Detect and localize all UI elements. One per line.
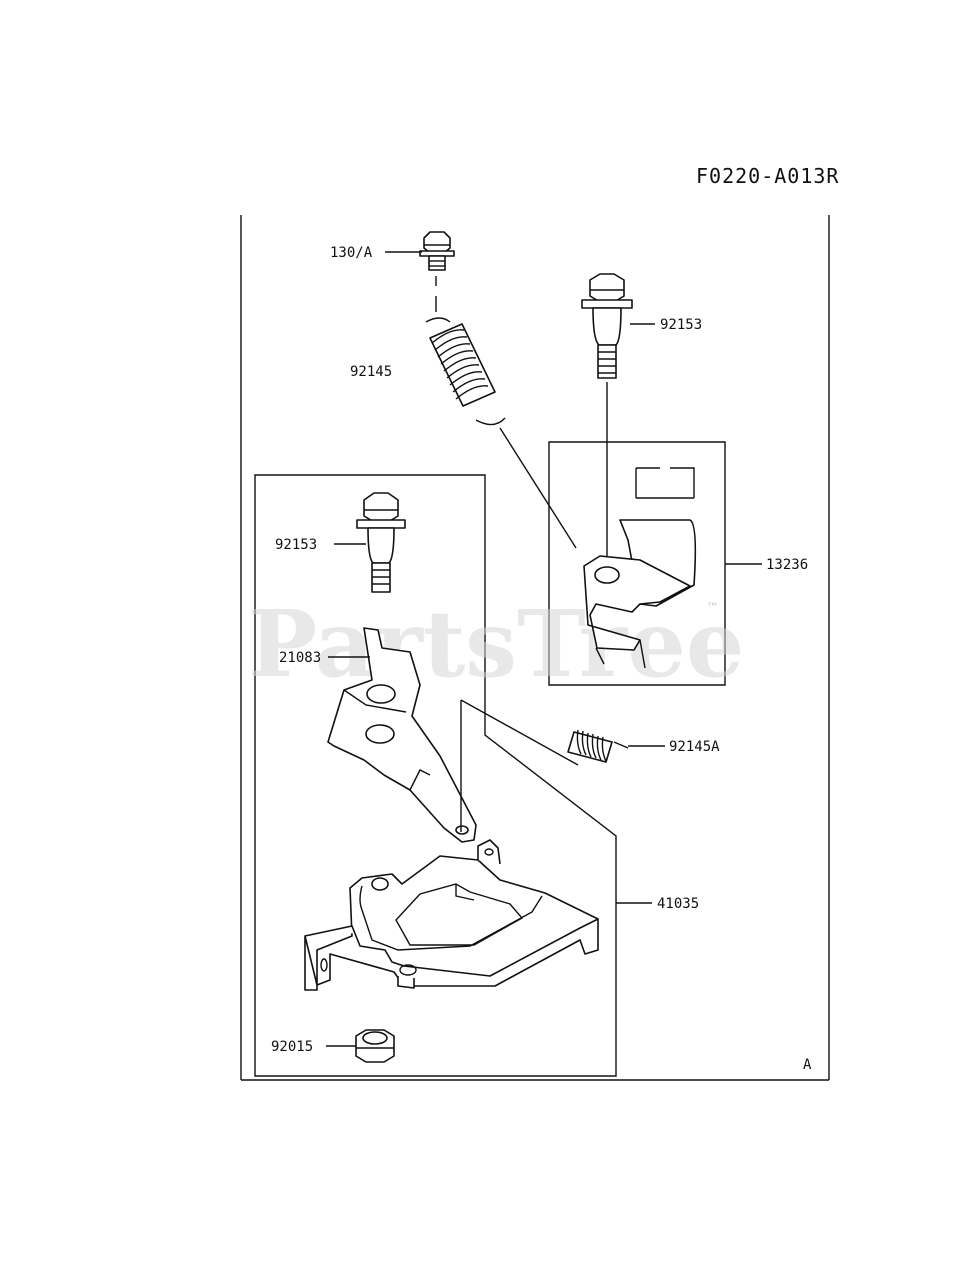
label-41035: 41035 [657, 896, 699, 912]
label-92015: 92015 [271, 1039, 313, 1055]
part-spring-92145a [567, 729, 629, 763]
inner-group-box [254, 474, 617, 1077]
label-92145: 92145 [350, 364, 392, 380]
label-13236: 13236 [766, 557, 808, 573]
spring-leader [499, 427, 577, 549]
part-lever-21083 [327, 627, 477, 843]
label-leaders [326, 251, 762, 1047]
part-labels: 130/A 92145 92153 13236 92153 21083 9214… [271, 245, 808, 1055]
part-spring-92145 [425, 317, 506, 426]
label-92145a: 92145A [669, 739, 720, 755]
label-92153-top: 92153 [660, 317, 702, 333]
part-base-plate-41035 [304, 839, 599, 991]
label-92153-left: 92153 [275, 537, 317, 553]
part-bolt-130a [419, 231, 455, 271]
label-130a: 130/A [330, 245, 373, 261]
watermark-text: PartsTree [248, 590, 744, 698]
outer-frame [240, 215, 830, 1081]
lever-leader-diag [460, 699, 579, 766]
corner-mark: A [803, 1057, 812, 1073]
detail-box-13236 [548, 441, 726, 686]
label-21083: 21083 [279, 650, 321, 666]
part-bracket-13236 [583, 467, 697, 669]
part-bolt-92153-top [581, 273, 633, 379]
part-nut-92015 [355, 1029, 395, 1063]
part-bolt-92153-left [356, 492, 406, 593]
watermark-trademark: ™ [706, 601, 719, 616]
diagram-code: F0220-A013R [696, 164, 839, 188]
watermark: PartsTree ™ [248, 590, 744, 698]
